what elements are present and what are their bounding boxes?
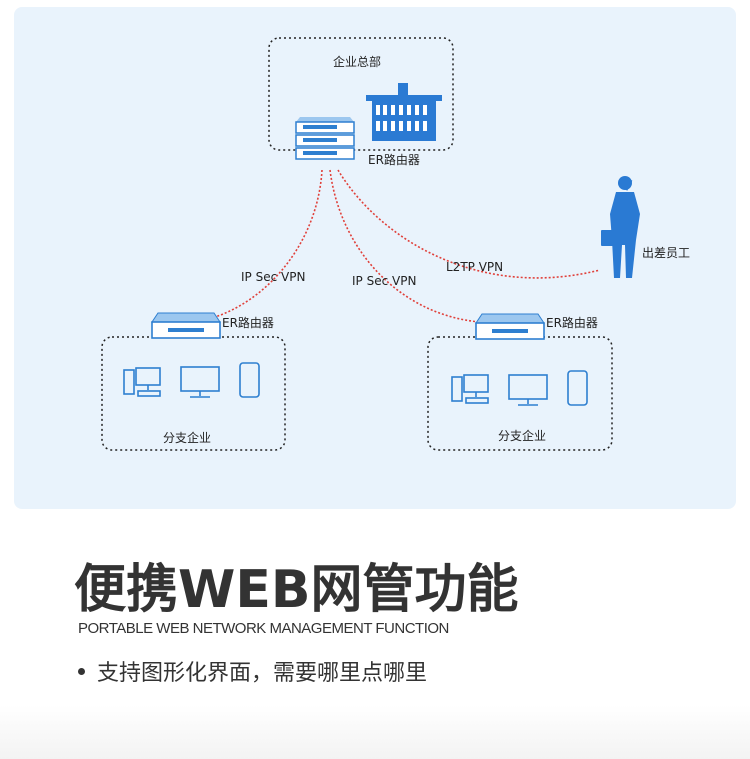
bottom-fade	[0, 705, 750, 759]
branch-right-label: 分支企业	[498, 429, 547, 443]
branch-left-label: 分支企业	[163, 431, 212, 445]
vpn-line-right	[337, 169, 601, 279]
vpn-label-mid: IP Sec VPN	[352, 274, 417, 288]
branch-right-router-icon	[475, 313, 545, 340]
hq-router-label: ER路由器	[368, 153, 420, 167]
hq-boundary	[268, 37, 454, 151]
monitor-icon	[508, 374, 548, 406]
vpn-line-left	[211, 169, 323, 319]
vpn-line-mid	[329, 169, 481, 323]
desktop-pc-icon	[123, 367, 161, 397]
phone-icon	[567, 370, 588, 406]
branch-right-router-label: ER路由器	[546, 316, 598, 330]
vpn-label-left: IP Sec VPN	[241, 270, 306, 284]
hq-router-icon	[295, 117, 355, 160]
feature-title: 便携WEB网管功能	[74, 560, 519, 620]
branch-left-router-label: ER路由器	[222, 316, 274, 330]
building-icon	[366, 83, 442, 141]
feature-subtitle: PORTABLE WEB NETWORK MANAGEMENT FUNCTION	[78, 620, 449, 637]
traveler-label: 出差员工	[642, 246, 691, 260]
desktop-pc-icon	[451, 374, 489, 404]
bullet-dot-icon	[78, 667, 85, 675]
diagram-graphics	[101, 37, 640, 451]
monitor-icon	[180, 366, 220, 398]
feature-bullet-text: 支持图形化界面，需要哪里点哪里	[97, 661, 428, 686]
branch-left-router-icon	[151, 312, 221, 339]
hq-label: 企业总部	[333, 55, 382, 69]
feature-bullet: 支持图形化界面，需要哪里点哪里	[78, 655, 427, 687]
phone-icon	[239, 362, 260, 398]
traveling-employee-icon	[601, 176, 640, 278]
vpn-label-right: L2TP VPN	[446, 260, 504, 274]
